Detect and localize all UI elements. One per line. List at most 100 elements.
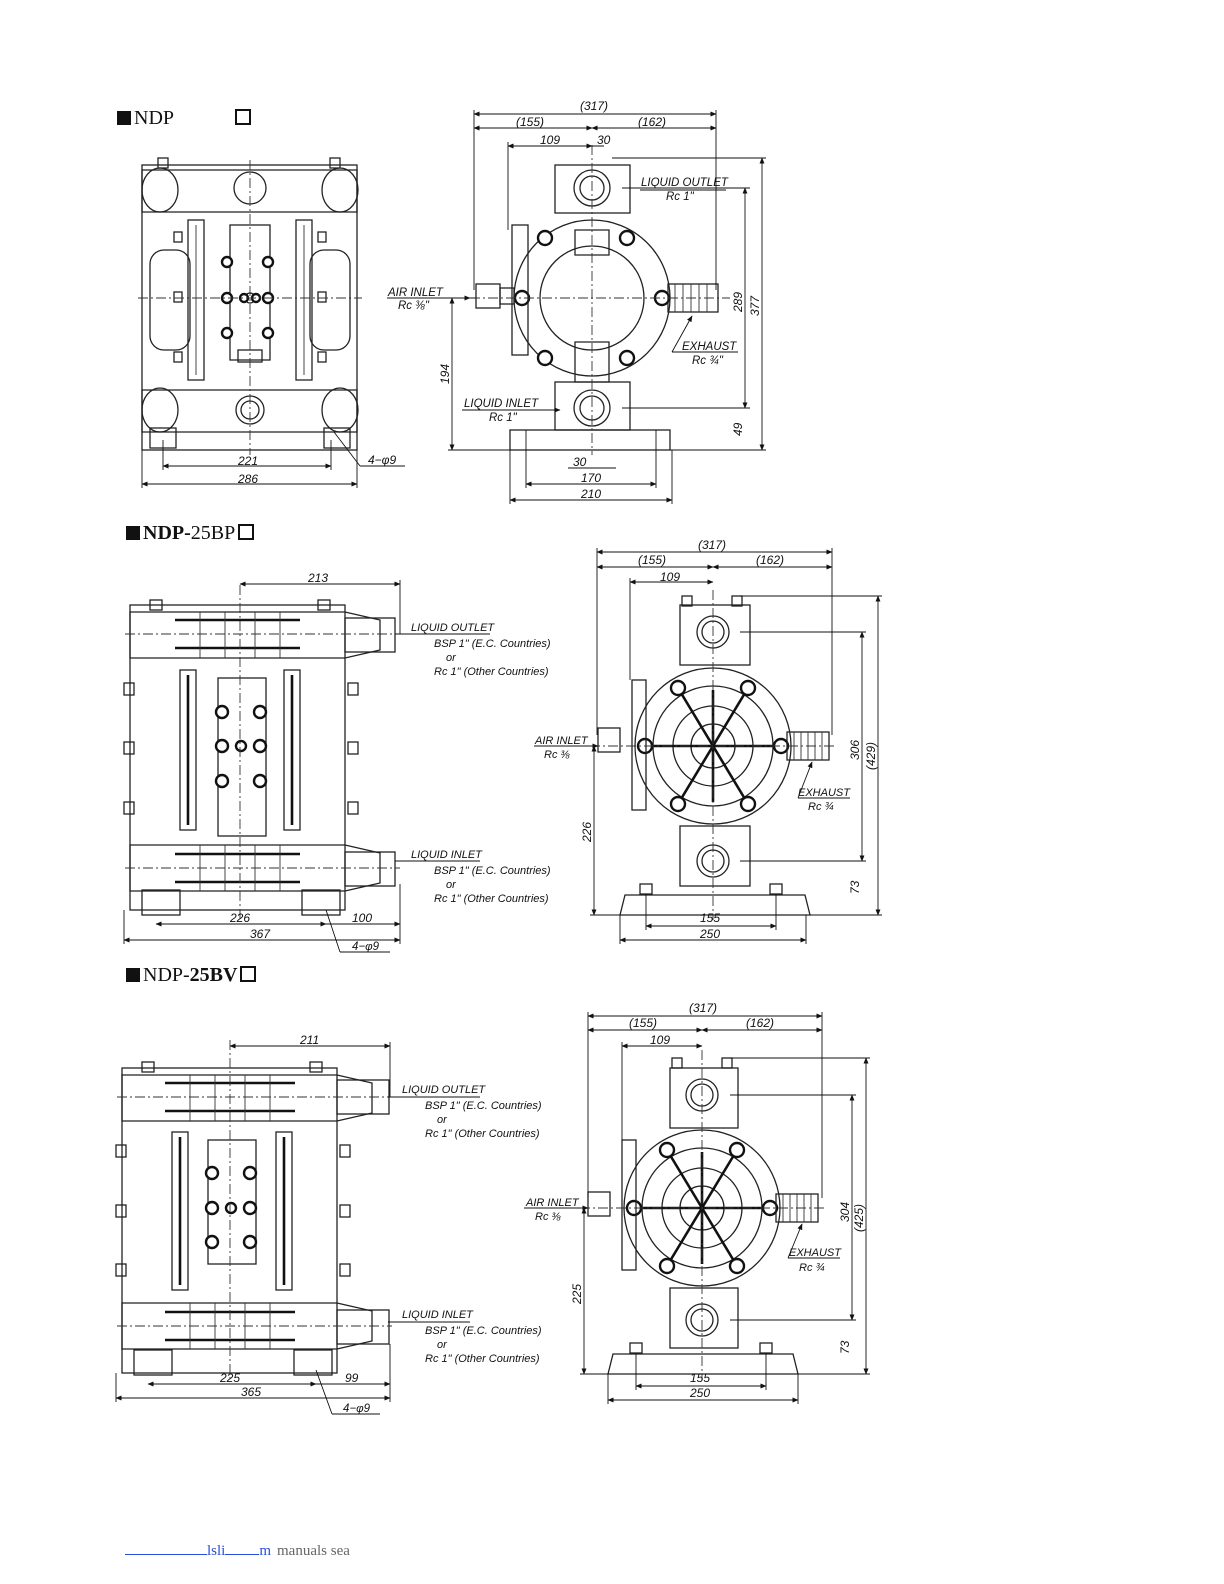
v1-dim-30-top: 30 xyxy=(597,133,611,147)
v1-exhaust-label: EXHAUST xyxy=(682,341,737,353)
v2-dim-367: 367 xyxy=(250,927,271,941)
v3-air-inlet-label: AIR INLET xyxy=(525,1197,580,1209)
v3-exhaust-label: EXHAUST xyxy=(789,1247,842,1259)
view3-front-drawing xyxy=(115,1040,480,1415)
v3-dim-317: (317) xyxy=(689,1001,717,1015)
v1-holes-label: 4−φ9 xyxy=(368,453,397,467)
v3-dim-99: 99 xyxy=(345,1371,359,1385)
v2-holes-label: 4−φ9 xyxy=(352,941,380,953)
v2-dim-226: 226 xyxy=(229,911,250,925)
header-3-normal: NDP- xyxy=(143,964,190,986)
v2-dim-250: 250 xyxy=(699,927,720,941)
view3-side-drawing xyxy=(524,1012,870,1404)
v1-dim-221: 221 xyxy=(237,454,258,468)
v2-liquid-inlet-label: LIQUID INLET xyxy=(411,849,483,861)
v3-dim-304: 304 xyxy=(838,1202,852,1222)
v1-dim-289: 289 xyxy=(731,292,745,313)
v3-exhaust-rc: Rc ¾ xyxy=(799,1262,825,1274)
black-square-icon xyxy=(126,968,140,982)
view2-front-drawing xyxy=(123,580,490,953)
v1-dim-170: 170 xyxy=(581,471,601,485)
v1-exhaust-rc: Rc ¾" xyxy=(692,355,724,367)
v3-inlet-bsp: BSP 1" (E.C. Countries) xyxy=(425,1325,542,1337)
v3-dim-73: 73 xyxy=(838,1340,852,1354)
v3-dim-109: 109 xyxy=(650,1033,670,1047)
v2-inlet-bsp: BSP 1" (E.C. Countries) xyxy=(434,865,551,877)
v1-dim-317: (317) xyxy=(580,99,608,113)
v1-dim-377: 377 xyxy=(748,295,762,316)
v2-outlet-rc: Rc 1" (Other Countries) xyxy=(434,666,549,678)
v3-dim-250: 250 xyxy=(689,1386,710,1400)
v1-outlet-rc: Rc 1" xyxy=(666,191,695,203)
v3-dim-365: 365 xyxy=(241,1385,261,1399)
view1-side-drawing xyxy=(387,110,766,504)
v1-dim-109: 109 xyxy=(540,133,560,147)
empty-box-icon xyxy=(238,524,255,540)
v3-dim-225: 225 xyxy=(219,1371,240,1385)
empty-box-icon xyxy=(240,966,257,982)
v1-liquid-inlet-label: LIQUID INLET xyxy=(464,398,539,410)
v3-inlet-rc: Rc 1" (Other Countries) xyxy=(425,1353,540,1365)
footer-text: manuals sea xyxy=(277,1543,350,1559)
v1-dim-49: 49 xyxy=(731,422,745,436)
black-square-icon xyxy=(126,526,140,540)
v2-exhaust-rc: Rc ¾ xyxy=(808,801,834,813)
v2-dim-109: 109 xyxy=(660,570,680,584)
v2-inlet-rc: Rc 1" (Other Countries) xyxy=(434,893,549,905)
footer-link-b[interactable]: m xyxy=(259,1543,272,1559)
v1-dim-162: (162) xyxy=(638,115,666,129)
footer-link-underline[interactable] xyxy=(125,1542,207,1555)
section-header-3: NDP-25BV xyxy=(126,964,257,986)
v2-air-inlet-label: AIR INLET xyxy=(534,735,589,747)
header-2-normal: 25BP xyxy=(190,522,236,544)
v2-dim-162: (162) xyxy=(756,553,784,567)
v2-liquid-outlet-label: LIQUID OUTLET xyxy=(411,622,495,634)
v2-dim-213: 213 xyxy=(307,571,328,585)
v2-outlet-or: or xyxy=(446,652,457,664)
v3-dim-211: 211 xyxy=(299,1033,319,1047)
v2-inlet-or: or xyxy=(446,879,457,891)
v1-liquid-outlet-label: LIQUID OUTLET xyxy=(641,177,729,189)
v3-outlet-bsp: BSP 1" (E.C. Countries) xyxy=(425,1100,542,1112)
v1-inlet-rc: Rc 1" xyxy=(489,412,518,424)
v2-dim-306: 306 xyxy=(848,740,862,760)
view2-side-drawing xyxy=(534,548,882,944)
empty-box-icon xyxy=(235,109,252,125)
section-header-1: NDP xyxy=(117,107,252,129)
footer-link-a[interactable]: lsli xyxy=(207,1543,226,1559)
v2-dim-155: (155) xyxy=(638,553,666,567)
v2-air-rc: Rc ⅜ xyxy=(544,749,571,761)
v2-dim-73: 73 xyxy=(848,880,862,894)
v1-dim-210: 210 xyxy=(580,487,601,501)
v2-outlet-bsp: BSP 1" (E.C. Countries) xyxy=(434,638,551,650)
v3-outlet-rc: Rc 1" (Other Countries) xyxy=(425,1128,540,1140)
v2-dim-155-bot: 155 xyxy=(700,911,720,925)
view1-front-drawing xyxy=(138,157,405,488)
section-header-2: NDP-25BP xyxy=(126,522,255,544)
v3-holes-label: 4−φ9 xyxy=(343,1403,371,1415)
v3-outlet-or: or xyxy=(437,1114,448,1126)
header-3-bold: 25BV xyxy=(189,964,238,986)
v3-dim-425: (425) xyxy=(852,1204,866,1232)
v1-dim-30-bot: 30 xyxy=(573,455,587,469)
v2-dim-317: (317) xyxy=(698,538,726,552)
v1-air-inlet-label: AIR INLET xyxy=(387,287,444,299)
v2-dim-226-vert: 226 xyxy=(580,822,594,843)
v3-dim-155: (155) xyxy=(629,1016,657,1030)
header-1-prefix: NDP xyxy=(134,107,175,129)
v2-dim-100: 100 xyxy=(352,911,372,925)
v3-dim-162: (162) xyxy=(746,1016,774,1030)
v3-liquid-inlet-label: LIQUID INLET xyxy=(402,1309,474,1321)
v2-dim-429: (429) xyxy=(864,742,878,770)
v3-inlet-or: or xyxy=(437,1339,448,1351)
v1-dim-155: (155) xyxy=(516,115,544,129)
header-2-bold: NDP- xyxy=(143,522,191,544)
v1-dim-286: 286 xyxy=(237,472,258,486)
v3-dim-155-bot: 155 xyxy=(690,1371,710,1385)
footer-link-underline-2[interactable] xyxy=(225,1542,260,1555)
v3-liquid-outlet-label: LIQUID OUTLET xyxy=(402,1084,486,1096)
v1-air-rc: Rc ⅜" xyxy=(398,300,430,312)
footer: lsli m manuals sea xyxy=(125,1542,350,1560)
black-square-icon xyxy=(117,111,131,125)
